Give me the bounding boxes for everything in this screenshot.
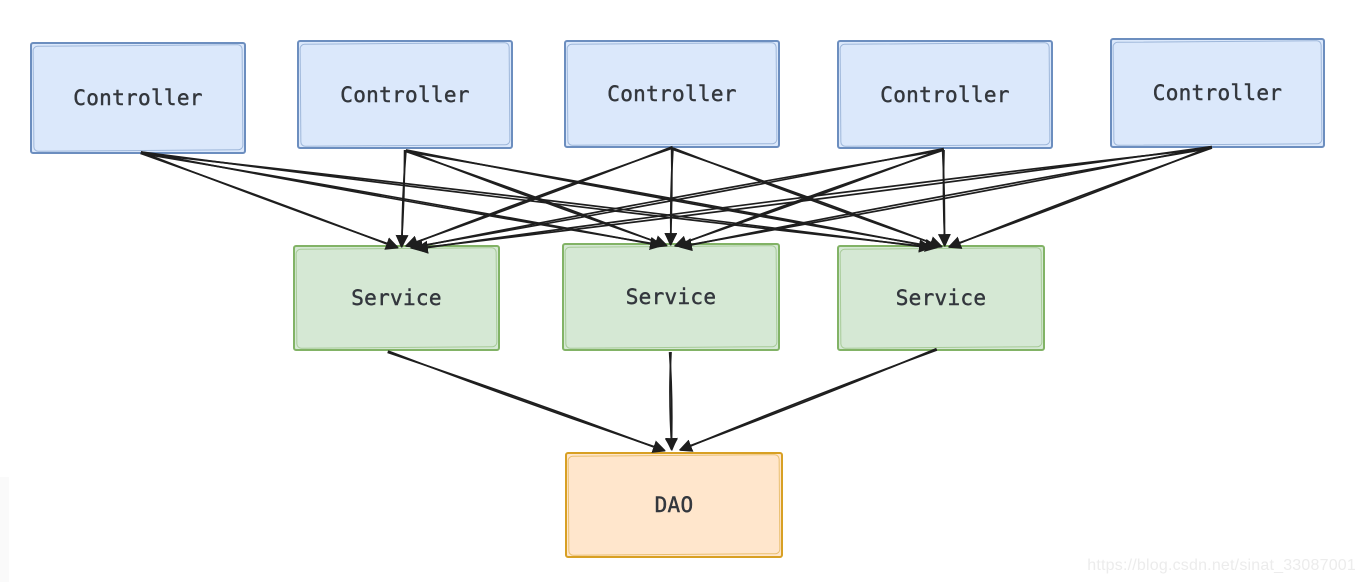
- edge-controller-4-to-service-1: [409, 147, 945, 253]
- edge-controller-3-to-service-2: [664, 147, 678, 246]
- edge-controller-5-to-service-1: [415, 145, 1213, 254]
- node-label-controller-5: Controller: [1152, 81, 1283, 105]
- node-label-controller-4: Controller: [880, 82, 1010, 107]
- edge-controller-5-to-service-3: [947, 145, 1213, 249]
- edge-controller-5-to-service-2: [678, 145, 1213, 252]
- edge-controller-1-to-service-3: [140, 151, 932, 253]
- node-label-service-3: Service: [895, 286, 987, 310]
- node-label-service-1: Service: [351, 286, 442, 310]
- edge-controller-1-to-service-2: [140, 151, 663, 250]
- edge-controller-3-to-service-1: [404, 145, 674, 248]
- edge-controller-2-to-service-2: [405, 149, 668, 248]
- node-controller-4: Controller: [837, 40, 1053, 149]
- edge-controller-1-to-service-1: [140, 151, 399, 250]
- edge-controller-2-to-service-3: [405, 149, 938, 252]
- node-label-service-2: Service: [625, 285, 717, 309]
- node-label-controller-2: Controller: [340, 82, 470, 107]
- node-service-1: Service: [293, 245, 500, 351]
- node-service-2: Service: [562, 243, 780, 351]
- node-controller-5: Controller: [1110, 38, 1325, 148]
- edge-service-3-to-dao: [678, 347, 938, 452]
- node-label-dao: DAO: [654, 493, 694, 517]
- node-dao: DAO: [565, 452, 783, 558]
- edge-service-1-to-dao: [387, 350, 666, 453]
- edge-controller-3-to-service-3: [672, 147, 943, 249]
- node-controller-2: Controller: [297, 40, 513, 149]
- edge-controller-4-to-service-3: [938, 149, 951, 247]
- watermark-text: https://blog.csdn.net/sinat_33087001: [1087, 557, 1356, 574]
- node-controller-3: Controller: [564, 40, 780, 148]
- left-edge-artifact: [0, 477, 9, 582]
- node-label-controller-3: Controller: [607, 82, 737, 106]
- node-service-3: Service: [837, 245, 1045, 351]
- node-controller-1: Controller: [30, 42, 246, 154]
- edge-controller-2-to-service-1: [395, 149, 409, 248]
- node-label-controller-1: Controller: [73, 86, 203, 110]
- edge-service-2-to-dao: [664, 351, 679, 451]
- edge-controller-4-to-service-2: [673, 147, 945, 249]
